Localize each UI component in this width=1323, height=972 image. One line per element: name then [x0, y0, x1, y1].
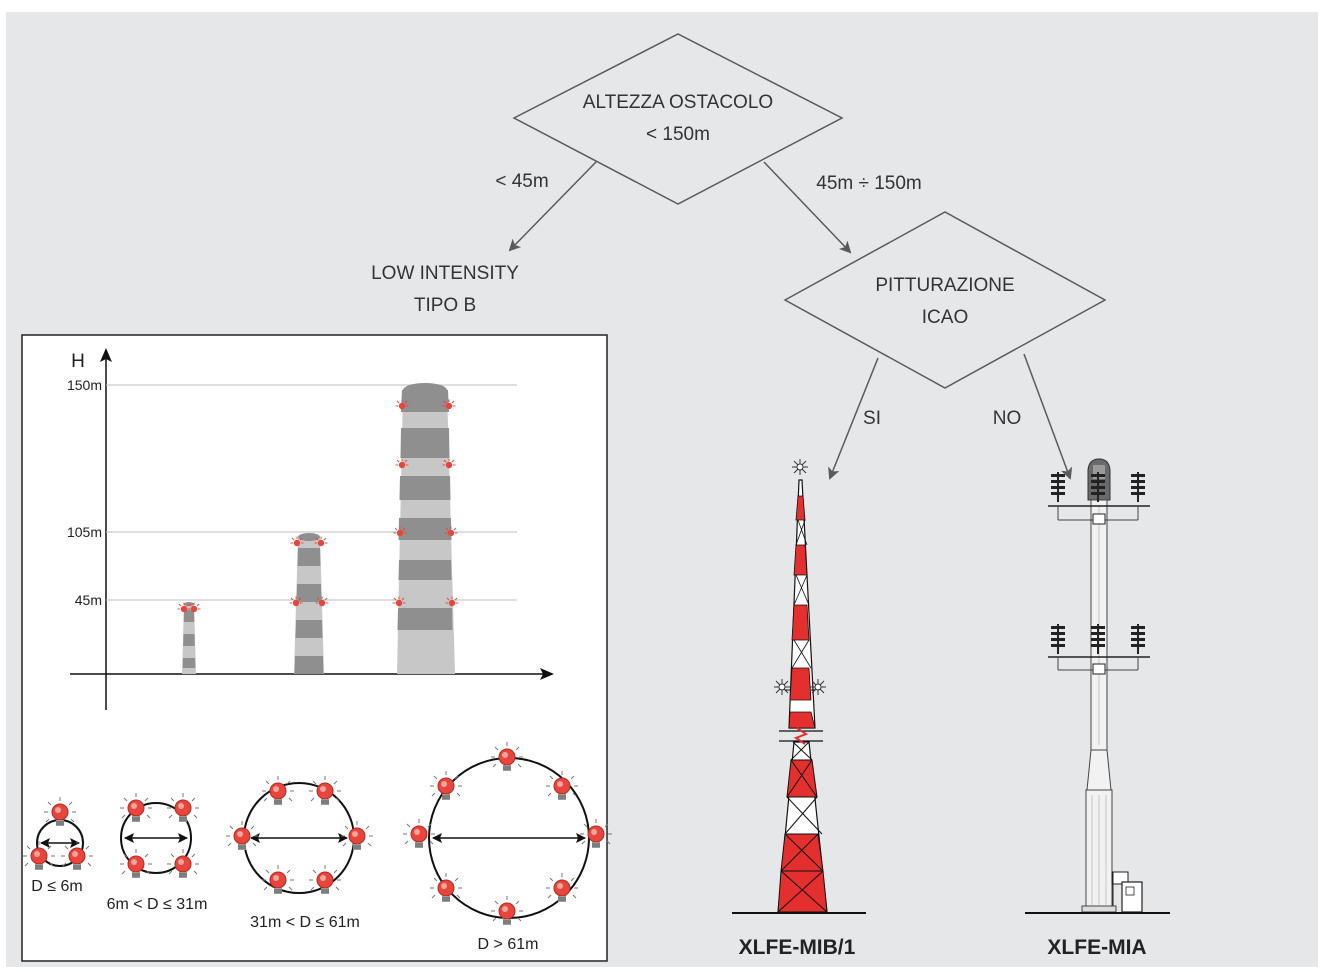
decision-paint-line1: PITTURAZIONE: [875, 275, 1014, 296]
diameter-rule-1: D ≤ 6m: [31, 878, 82, 895]
chimney-medium: [289, 533, 329, 674]
decision-height-line2: < 150m: [646, 124, 710, 145]
branch-low-label: < 45m: [495, 171, 548, 192]
product-label-mia: XLFE-MIA: [1047, 936, 1146, 959]
decision-paint-line2: ICAO: [922, 307, 968, 328]
arrow-to-paint-decision: [763, 161, 852, 254]
y-axis-label: H: [71, 351, 85, 372]
decision-paint-diamond: [783, 211, 1107, 389]
level-label-45: 45m: [75, 592, 102, 608]
diameter-rule-4: D > 61m: [478, 936, 539, 953]
arrow-to-low-intensity: [508, 161, 597, 252]
diameter-rule-2: 6m < D ≤ 31m: [107, 896, 208, 913]
decision-height-line1: ALTEZZA OSTACOLO: [583, 92, 773, 113]
grey-monopole-mast: [1025, 458, 1170, 914]
diameter-rule-3: 31m < D ≤ 61m: [250, 914, 360, 931]
branch-yes-label: SI: [863, 408, 881, 429]
red-lattice-tower: [732, 458, 866, 914]
chimney-small: [177, 602, 201, 674]
level-label-105: 105m: [67, 524, 102, 540]
diameter-diagram-medium: [119, 792, 200, 879]
level-label-150: 150m: [67, 377, 102, 393]
branch-mid-label: 45m ÷ 150m: [816, 173, 921, 194]
arrow-to-red-mast: [828, 357, 879, 480]
branch-no-label: NO: [993, 408, 1022, 429]
result-low-line2: TIPO B: [414, 295, 476, 316]
decision-height-diamond: [512, 33, 844, 205]
diameter-diagram-large: [225, 775, 374, 895]
diameter-diagram-xlarge: [402, 741, 613, 926]
arrow-to-grey-mast: [1023, 353, 1073, 480]
product-label-mib: XLFE-MIB/1: [739, 936, 856, 959]
result-low-line1: LOW INTENSITY: [371, 263, 519, 284]
diameter-diagram-small: [22, 796, 94, 871]
chimney-tall: [392, 383, 459, 674]
